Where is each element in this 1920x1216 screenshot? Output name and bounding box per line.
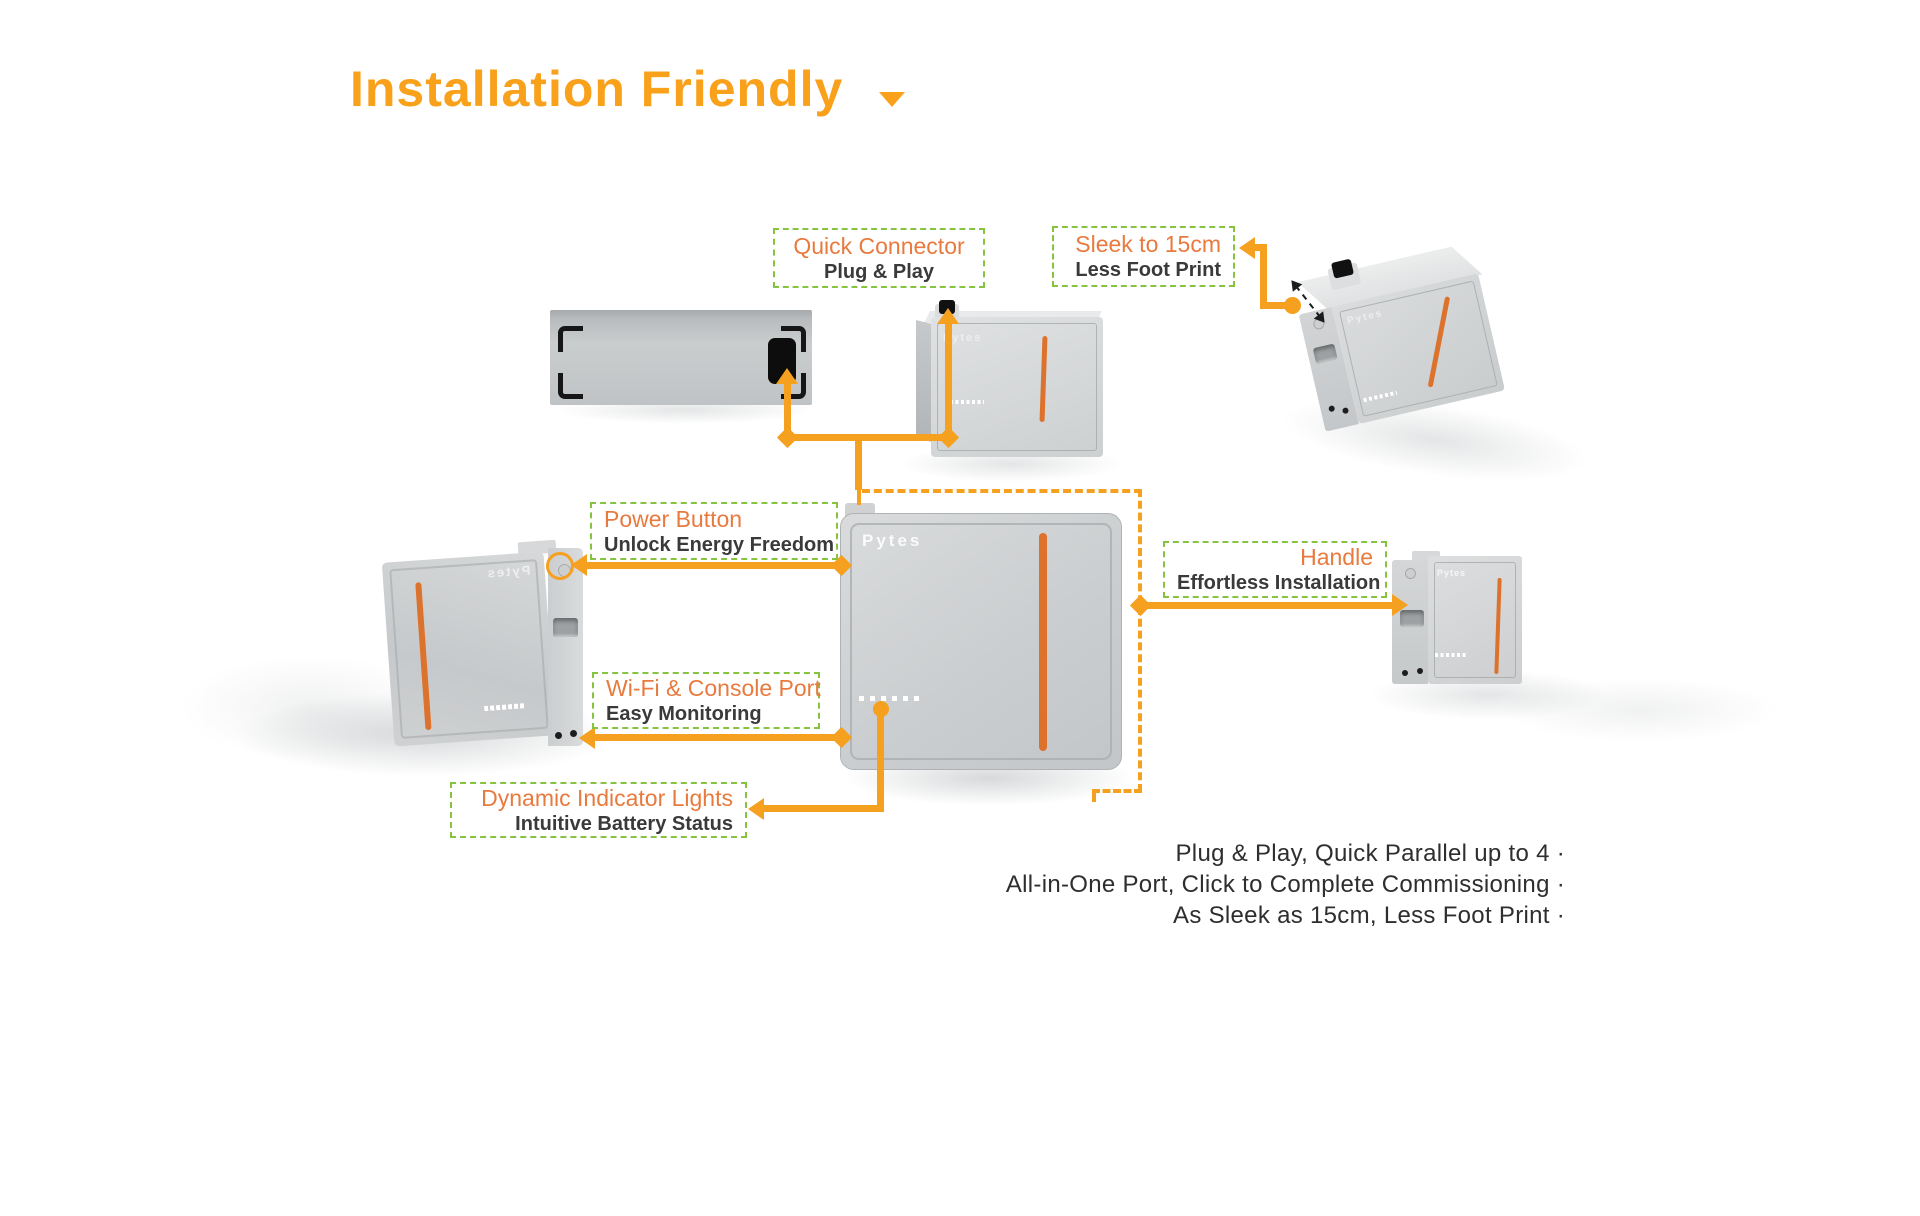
indicator-lights xyxy=(1435,653,1467,657)
battery-front-face xyxy=(840,513,1122,770)
dashed-connector-line xyxy=(857,490,861,505)
connector-node xyxy=(873,701,889,717)
connector-line xyxy=(586,562,842,569)
wifi-port xyxy=(1341,407,1350,415)
console-port xyxy=(1402,670,1408,676)
connector-line xyxy=(1260,302,1290,309)
connector-line xyxy=(945,324,952,438)
quick-connector-plate xyxy=(550,310,812,405)
callout-power-button-subtitle: Unlock Energy Freedom xyxy=(604,533,835,556)
callout-quick-connector-title: Quick Connector xyxy=(793,232,965,259)
indicator-lights xyxy=(859,696,920,701)
power-button-highlight-ring xyxy=(546,552,574,580)
callout-handle-subtitle: Effortless Installation xyxy=(1177,572,1381,594)
top-tab xyxy=(1412,551,1440,561)
page-title: Installation Friendly xyxy=(350,61,844,117)
callout-indicator-lights: Dynamic Indicator Lights Intuitive Batte… xyxy=(450,782,747,838)
connector-node xyxy=(1284,297,1301,314)
parallel-unit-dashed-outline xyxy=(1092,789,1096,802)
callout-indicator-lights-subtitle: Intuitive Battery Status xyxy=(515,812,733,835)
connector-line xyxy=(784,384,791,441)
brand-logo: Pytes xyxy=(1437,568,1467,578)
callout-wifi-console-title: Wi-Fi & Console Port xyxy=(606,675,821,701)
shadow xyxy=(1500,678,1780,742)
wifi-port xyxy=(570,730,577,737)
battery-unit-top-right: Pytes xyxy=(1287,219,1525,449)
brand-logo: Pytes xyxy=(862,531,923,550)
callout-power-button: Power Button Unlock Energy Freedom xyxy=(590,502,838,560)
callout-handle-title: Handle xyxy=(1300,544,1373,570)
summary-line: All-in-One Port, Click to Complete Commi… xyxy=(1005,871,1565,898)
console-port xyxy=(1328,405,1336,413)
indicator-lights xyxy=(950,400,984,404)
arrow-to-power-button xyxy=(571,554,587,576)
connector-line xyxy=(877,714,884,809)
battery-front-face xyxy=(931,317,1103,457)
arrow-to-handle xyxy=(1392,594,1408,616)
dropdown-arrow-icon[interactable] xyxy=(879,92,905,107)
brand-logo-mirrored: Pytes xyxy=(485,562,532,581)
callout-wifi-console: Wi-Fi & Console Port Easy Monitoring xyxy=(592,672,821,729)
connector-line xyxy=(594,734,842,741)
parallel-unit-dashed-outline xyxy=(862,489,1142,493)
handle-recess xyxy=(553,618,578,637)
callout-quick-connector-subtitle: Plug & Play xyxy=(823,260,935,283)
callout-wifi-console-subtitle: Easy Monitoring xyxy=(606,703,762,725)
handle-recess xyxy=(1312,343,1338,365)
connector-line xyxy=(784,434,952,441)
connector-node xyxy=(1129,594,1152,617)
power-button[interactable] xyxy=(1405,568,1416,579)
summary-line: Plug & Play, Quick Parallel up to 4 · xyxy=(1175,840,1565,867)
battery-unit-right: Pytes xyxy=(1392,548,1522,688)
connector-line xyxy=(1260,244,1267,306)
callout-quick-connector: Quick Connector Plug & Play xyxy=(773,228,985,288)
callout-indicator-lights-title: Dynamic Indicator Lights xyxy=(481,784,733,811)
corner-bracket-icon xyxy=(558,326,583,352)
feature-summary: Plug & Play, Quick Parallel up to 4 · Al… xyxy=(960,838,1565,931)
connector-line xyxy=(763,805,884,812)
connector-node xyxy=(776,426,799,449)
corner-bracket-icon xyxy=(558,373,583,399)
console-port xyxy=(555,732,562,739)
battery-rear-face: Pytes xyxy=(381,551,557,747)
battery-unit-main: Pytes xyxy=(840,503,1122,770)
parallel-unit-dashed-outline xyxy=(1092,789,1142,793)
callout-power-button-title: Power Button xyxy=(604,505,743,532)
battery-side-face xyxy=(916,320,932,442)
brand-logo: Pytes xyxy=(943,332,983,344)
arrow-to-plate-port xyxy=(776,368,798,384)
front-face-outline xyxy=(850,523,1112,760)
connector-line xyxy=(855,438,862,490)
corner-bracket-icon xyxy=(781,373,806,399)
arrow-to-sleek-callout xyxy=(1239,237,1255,259)
wifi-port xyxy=(1417,668,1423,674)
arrow-to-battery-connector xyxy=(937,308,959,324)
connector-line xyxy=(1140,602,1392,609)
rear-face-outline xyxy=(389,559,549,739)
arrow-to-indicator-callout xyxy=(748,798,764,820)
callout-sleek-subtitle: Less Foot Print xyxy=(1075,259,1221,281)
parallel-unit-dashed-outline xyxy=(1138,489,1142,792)
summary-line: As Sleek as 15cm, Less Foot Print · xyxy=(1173,902,1565,929)
callout-sleek: Sleek to 15cm Less Foot Print xyxy=(1052,226,1235,287)
battery-front-face xyxy=(1428,556,1522,684)
orange-stripe xyxy=(1039,533,1047,751)
callout-sleek-title: Sleek to 15cm xyxy=(1075,231,1221,257)
callout-handle: Handle Effortless Installation xyxy=(1163,541,1387,598)
corner-bracket-icon xyxy=(781,326,806,352)
battery-side-panel xyxy=(1392,560,1428,684)
arrow-to-ports xyxy=(579,727,595,749)
